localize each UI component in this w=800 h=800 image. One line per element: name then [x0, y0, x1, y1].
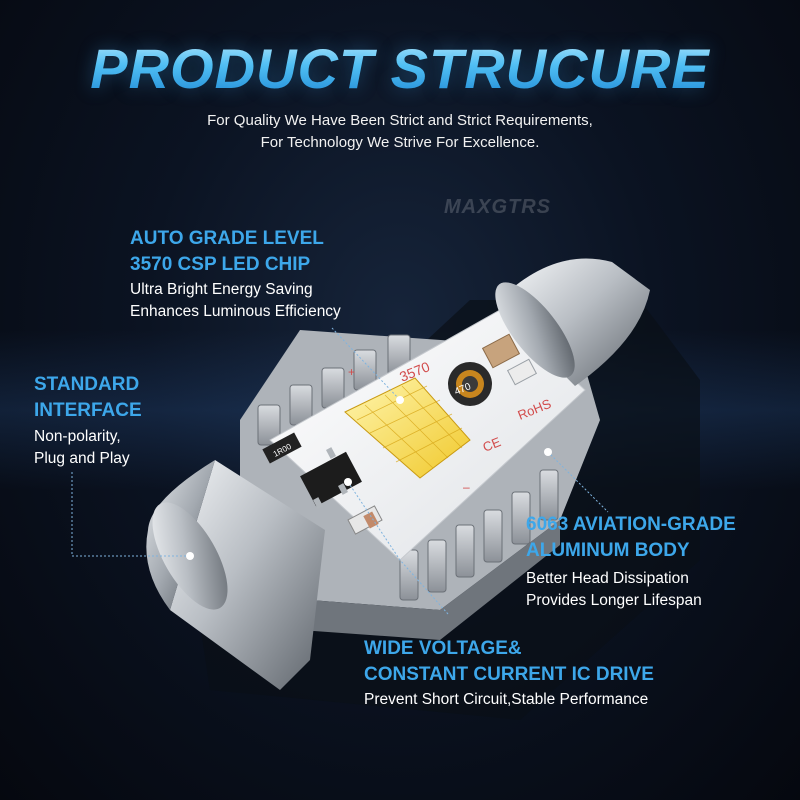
feature-driver-title-line-2: CONSTANT CURRENT IC DRIVE [364, 664, 654, 685]
ce-label: CE [481, 434, 504, 455]
feature-driver-title: WIDE VOLTAGE& CONSTANT CURRENT IC DRIVE [364, 636, 654, 688]
feature-interface-desc-line-1: Non-polarity, [34, 428, 121, 445]
feature-body-title-line-2: ALUMINUM BODY [526, 540, 690, 561]
capacitor-component [481, 333, 538, 386]
right-end-cap [495, 258, 650, 386]
driver-callout-line [347, 481, 449, 615]
ic-driver-chip [300, 447, 362, 509]
interface-callout-line [71, 472, 190, 557]
inductor-component [448, 362, 492, 406]
chip-callout-dot [396, 396, 404, 404]
interface-callout-dot [186, 552, 194, 560]
feature-chip-title: AUTO GRADE LEVEL 3570 CSP LED CHIP [130, 226, 324, 278]
feature-body-desc-line-1: Better Head Dissipation [526, 570, 689, 587]
body-callout-line [547, 451, 609, 513]
feature-chip-desc-line-2: Enhances Luminous Efficiency [130, 303, 341, 320]
feature-driver-title-line-1: WIDE VOLTAGE& [364, 638, 522, 659]
diode-component [347, 505, 383, 535]
feature-interface-desc-line-2: Plug and Play [34, 450, 130, 467]
minus-label: – [463, 480, 470, 494]
feature-chip-title-line-1: AUTO GRADE LEVEL [130, 228, 324, 249]
feature-interface-title: STANDARD INTERFACE [34, 372, 142, 424]
feature-interface-title-line-2: INTERFACE [34, 400, 142, 421]
diode-band [363, 511, 379, 529]
feature-driver-desc-line-1: Prevent Short Circuit,Stable Performance [364, 691, 649, 708]
page-title: PRODUCT STRUCURE [0, 36, 800, 101]
led-chip-array [344, 377, 471, 479]
feature-interface-desc: Non-polarity, Plug and Play [34, 426, 130, 470]
body-callout-dot [544, 448, 552, 456]
feature-body-title: 6063 AVIATION-GRADE ALUMINUM BODY [526, 512, 736, 564]
driver-callout-dot [344, 478, 352, 486]
feature-chip-desc-line-1: Ultra Bright Energy Saving [130, 281, 313, 298]
feature-chip-desc: Ultra Bright Energy Saving Enhances Lumi… [130, 279, 341, 323]
heat-fins [257, 334, 559, 601]
brand-watermark: MAXGTRS [444, 196, 551, 218]
feature-body-title-line-1: 6063 AVIATION-GRADE [526, 514, 736, 535]
resistor-component [262, 432, 302, 464]
chip-callout-line [331, 327, 401, 401]
feature-body-desc-line-2: Provides Longer Lifespan [526, 592, 702, 609]
feature-driver-desc: Prevent Short Circuit,Stable Performance [364, 689, 648, 711]
plus-label: + [348, 365, 355, 379]
subtitle-line-1: For Quality We Have Been Strict and Stri… [207, 112, 593, 129]
feature-interface-title-line-1: STANDARD [34, 374, 140, 395]
subtitle-line-2: For Technology We Strive For Excellence. [260, 134, 540, 151]
feature-body-desc: Better Head Dissipation Provides Longer … [526, 568, 702, 612]
feature-chip-title-line-2: 3570 CSP LED CHIP [130, 254, 311, 275]
